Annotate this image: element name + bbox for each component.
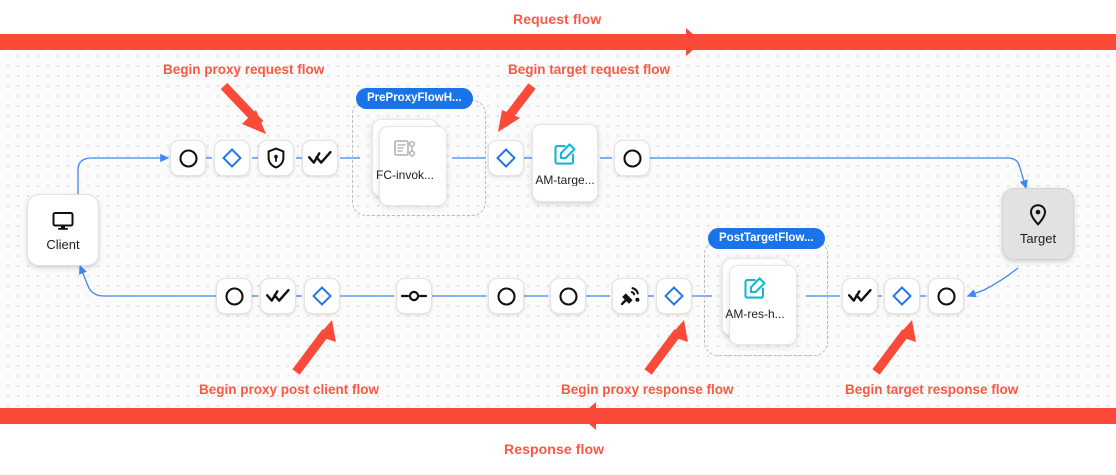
endpoint-client[interactable]: Client (27, 194, 99, 266)
callout-begin-proxy-request: Begin proxy request flow (163, 62, 325, 77)
callout-begin-proxy-post-client: Begin proxy post client flow (199, 382, 380, 397)
node-res-broadcast[interactable] (612, 278, 648, 314)
assign-message-icon (742, 275, 768, 301)
diamond-icon (892, 286, 912, 306)
callout-begin-target-request: Begin target request flow (508, 62, 671, 77)
response-flow-label: Response flow (504, 441, 605, 457)
node-res-flow-3[interactable] (884, 278, 920, 314)
monitor-icon (51, 209, 75, 233)
policy-fc-invoke-label: FC-invok... (375, 168, 434, 181)
policy-am-target[interactable]: AM-targe... (532, 124, 598, 202)
policy-am-response[interactable]: AM-res-h... (722, 258, 797, 345)
satellite-icon (619, 285, 641, 307)
node-req-check-1[interactable] (302, 140, 338, 176)
circle-icon (936, 286, 957, 307)
callout-begin-target-response: Begin target response flow (845, 382, 1019, 397)
response-flow-bar (0, 402, 1116, 430)
policy-card-stack (379, 126, 447, 206)
group-tag-posttargetflowhook[interactable]: PostTargetFlow... (708, 228, 825, 249)
group-tag-preproxyflowhook[interactable]: PreProxyFlowH... (356, 88, 473, 109)
policy-am-response-label: AM-res-h... (725, 307, 785, 320)
circle-icon (496, 286, 517, 307)
dotted-grid-background (0, 48, 1116, 408)
double-check-icon (308, 149, 332, 167)
node-req-start[interactable] (170, 140, 206, 176)
node-res-flow-2[interactable] (656, 278, 692, 314)
node-req-end[interactable] (614, 140, 650, 176)
circle-icon (224, 286, 245, 307)
diamond-icon (222, 148, 242, 168)
response-flow-arrowhead (580, 402, 596, 430)
node-res-end[interactable] (928, 278, 964, 314)
diamond-icon (664, 286, 684, 306)
node-res-start[interactable] (216, 278, 252, 314)
policy-fc-invoke[interactable]: FC-invok... (372, 119, 447, 206)
node-req-flow-2[interactable] (488, 140, 524, 176)
circle-icon (178, 148, 199, 169)
node-res-check-1[interactable] (260, 278, 296, 314)
node-res-flow-1[interactable] (304, 278, 340, 314)
flow-callout-icon (392, 136, 418, 162)
node-res-point[interactable] (396, 278, 432, 314)
request-flow-bar (0, 28, 1116, 56)
node-res-circle-1[interactable] (488, 278, 524, 314)
request-flow-arrowhead (686, 28, 702, 56)
double-check-icon (848, 287, 872, 305)
double-check-icon (266, 287, 290, 305)
endpoint-target-label: Target (1019, 231, 1057, 246)
request-flow-label: Request flow (513, 11, 602, 27)
node-req-flow-1[interactable] (214, 140, 250, 176)
endpoint-client-label: Client (46, 237, 80, 252)
circle-icon (622, 148, 643, 169)
diamond-icon (496, 148, 516, 168)
policy-card-stack (729, 265, 797, 345)
assign-message-icon (552, 141, 578, 167)
node-req-security[interactable] (258, 140, 294, 176)
policy-am-target-label: AM-targe... (535, 173, 595, 186)
diamond-icon (312, 286, 332, 306)
node-point-icon (401, 289, 427, 303)
node-res-circle-2[interactable] (550, 278, 586, 314)
node-res-check-2[interactable] (842, 278, 878, 314)
shield-lock-icon (266, 147, 286, 169)
location-pin-icon (1027, 203, 1049, 227)
callout-begin-proxy-response: Begin proxy response flow (561, 382, 734, 397)
circle-icon (558, 286, 579, 307)
endpoint-target[interactable]: Target (1002, 188, 1074, 260)
